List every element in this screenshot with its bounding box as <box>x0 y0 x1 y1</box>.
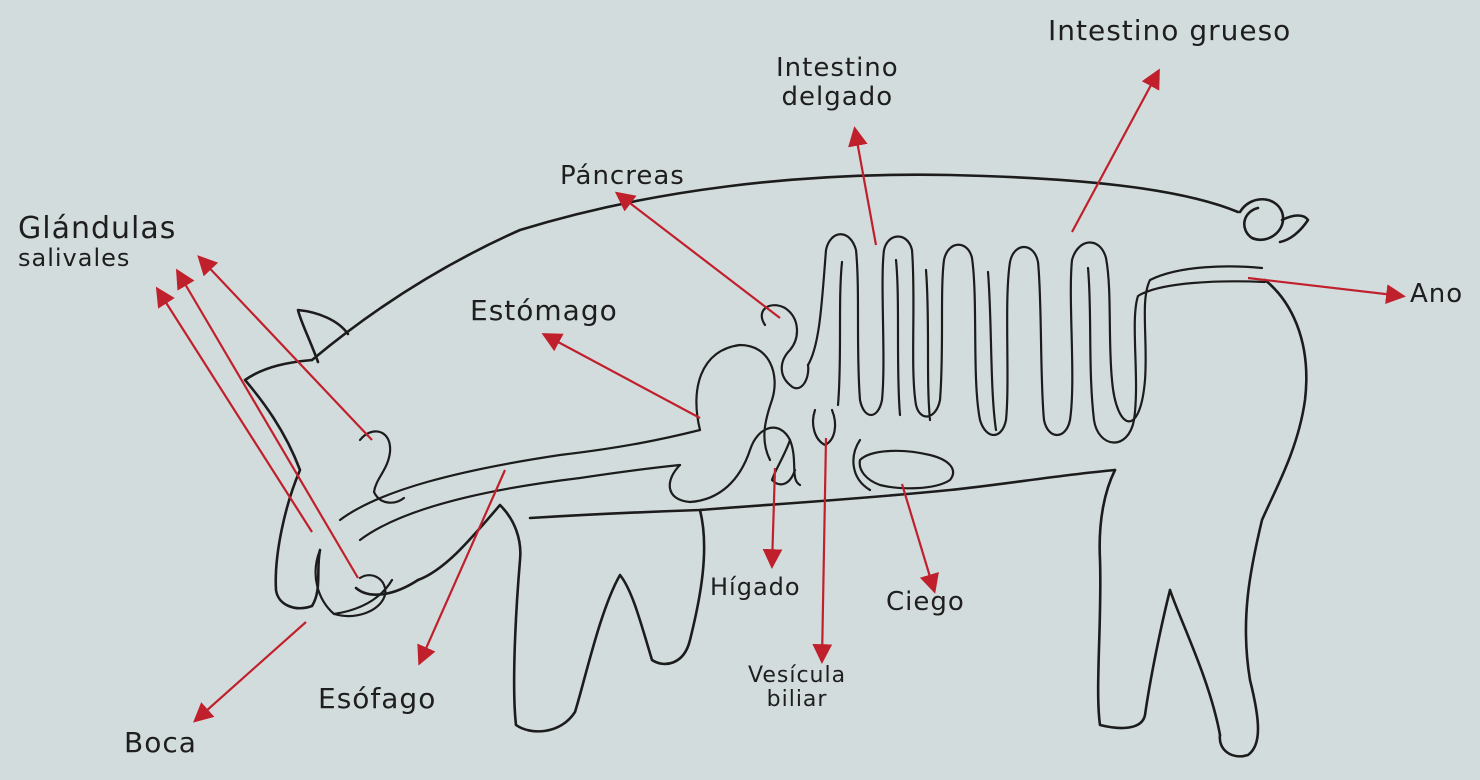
label-esofago: Esófago <box>318 684 436 715</box>
arrow-estomago <box>545 335 700 418</box>
label-estomago: Estómago <box>470 296 618 327</box>
glandulas-line1: Glándulas <box>18 212 176 245</box>
label-ciego: Ciego <box>886 588 965 617</box>
pig-hind-legs <box>1098 470 1220 735</box>
arrow-vesicula <box>822 438 826 660</box>
arrow-pancreas <box>618 194 780 318</box>
pig-back-line <box>312 175 1238 360</box>
label-vesicula-biliar: Vesícula biliar <box>748 664 846 712</box>
label-intestino-delgado: Intestino delgado <box>776 54 899 111</box>
pig-front-legs <box>418 505 704 731</box>
pig-rump <box>1220 280 1307 756</box>
pig-belly <box>530 470 1115 518</box>
label-pancreas: Páncreas <box>560 162 685 191</box>
label-intestino-grueso: Intestino grueso <box>1048 16 1291 47</box>
arrow-glandulas-3 <box>158 290 312 532</box>
vesicula-line1: Vesícula <box>748 664 846 688</box>
pancreas-shape <box>762 305 808 388</box>
label-higado: Hígado <box>710 574 801 600</box>
arrow-intestino-grueso <box>1072 72 1158 232</box>
glandulas-line2: salivales <box>18 245 176 271</box>
intestino-delgado-line1: Intestino <box>776 54 899 83</box>
cecum-shape <box>853 440 953 490</box>
label-boca: Boca <box>124 728 197 759</box>
arrow-higado <box>772 468 775 565</box>
mouth-cavity <box>316 550 392 616</box>
arrow-ciego <box>902 484 934 590</box>
arrow-glandulas-2 <box>178 272 358 578</box>
small-intestine-coils <box>808 234 1070 435</box>
arrow-intestino-delgado <box>855 130 876 245</box>
intestino-delgado-line2: delgado <box>776 83 899 112</box>
arrow-boca <box>196 622 306 720</box>
digestive-tract <box>316 234 1265 616</box>
vesicula-line2: biliar <box>748 688 846 712</box>
large-intestine-coils <box>1070 242 1265 442</box>
label-ano: Ano <box>1410 280 1463 309</box>
arrow-glandulas-1 <box>200 258 372 440</box>
label-glandulas-salivales: Glándulas salivales <box>18 212 176 271</box>
pig-tail <box>1240 199 1308 242</box>
indicator-arrows <box>158 72 1402 720</box>
stomach-shape <box>670 345 800 502</box>
esophagus-tube <box>340 430 700 540</box>
